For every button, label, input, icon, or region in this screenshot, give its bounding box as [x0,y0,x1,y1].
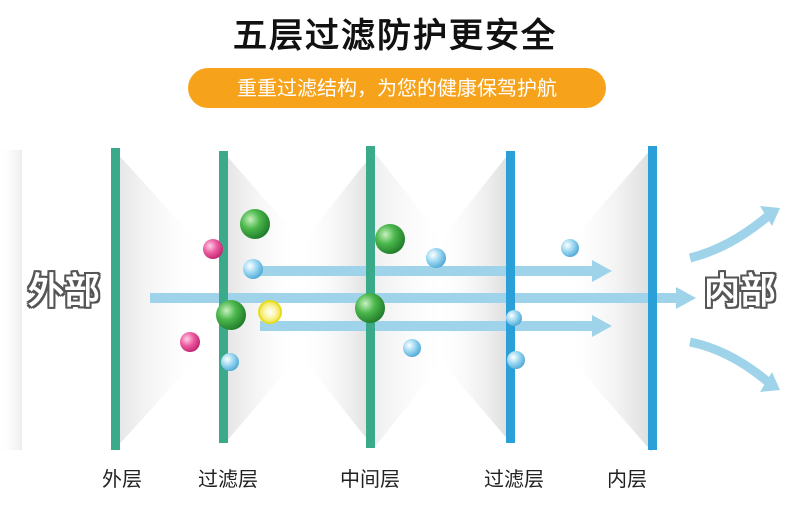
particle-blue [506,310,522,326]
arrow-top-shaft [252,266,592,276]
page-title: 五层过滤防护更安全 [233,16,557,56]
particle-green [216,300,246,330]
layer-line-filter-1 [219,151,228,443]
arrow-top-head [592,260,612,282]
exit-arrow-down-head [760,372,780,392]
layer-line-outer [111,148,120,450]
particle-green [240,209,270,239]
particle-green [355,293,385,323]
particle-blue [426,248,446,268]
particles [180,209,579,371]
exit-arrow-up-head [760,206,780,226]
inside-label: 内部 [704,271,777,312]
layer-label-outer: 外层 [102,467,142,491]
layer-label-middle: 中间层 [340,467,400,491]
layer-label-filter-1: 过滤层 [198,467,258,491]
left-edge-shade [0,150,22,450]
layer-label-filter-2: 过滤层 [484,467,544,491]
outside-label: 外部 [28,271,101,312]
arrow-center-shaft [150,293,676,303]
particle-blue [507,351,525,369]
particle-yellow [258,300,282,324]
layer-label-inner: 内层 [607,467,647,491]
particle-green [375,224,405,254]
particle-blue [221,353,239,371]
layer-line-inner [648,146,657,450]
exit-arrow-up [688,212,771,263]
subtitle-pill: 重重过滤结构，为您的健康保驾护航 [188,68,606,108]
arrow-bottom-head [592,315,612,337]
particle-pink [180,332,200,352]
arrow-center-head [676,287,696,309]
particle-blue [561,239,579,257]
layer-line-filter-2 [506,151,515,443]
particle-pink [203,239,223,259]
particle-blue [243,259,263,279]
exit-arrow-down [689,337,771,386]
particle-blue [403,339,421,357]
airflow-arrows [150,260,696,337]
arrow-bottom-shaft [260,321,592,331]
